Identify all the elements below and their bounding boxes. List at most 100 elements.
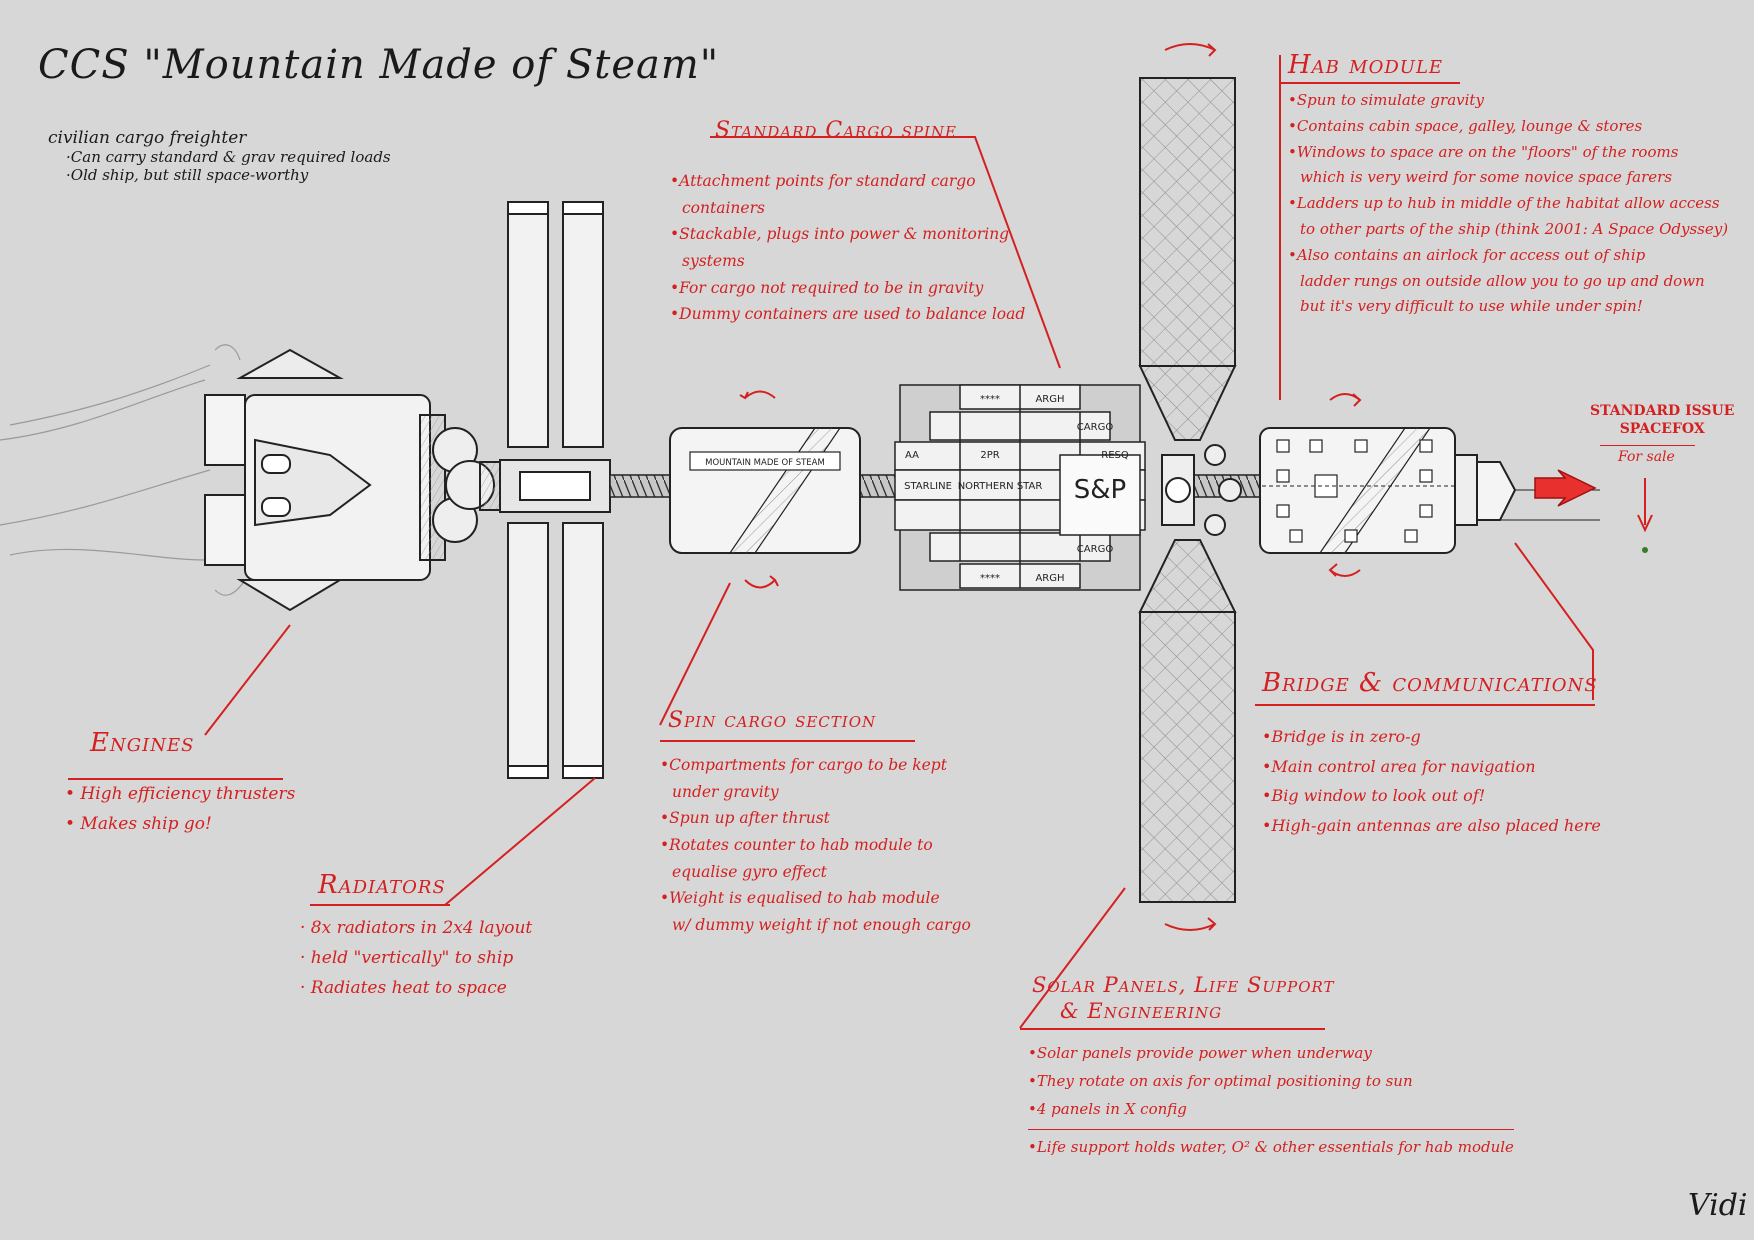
intro-notes: civilian cargo freighter ·Can carry stan… — [48, 128, 391, 184]
solar-heading-line-2: & Engineering — [1060, 999, 1223, 1024]
radiators-bullet-1: · 8x radiators in 2x4 layout — [300, 918, 533, 938]
bridge-bullet-3: •Big window to look out of! — [1262, 786, 1486, 806]
spacefox-note: For sale — [1618, 449, 1675, 465]
spacefox-line-2: SPACEFOX — [1619, 421, 1705, 438]
hab-bullet-1: •Spun to simulate gravity — [1288, 91, 1484, 109]
hab-bullet-5: •Ladders up to hub in middle of the habi… — [1288, 194, 1720, 213]
container-label-4: 2PR — [980, 450, 999, 461]
solar-panel-lower — [1138, 539, 1237, 903]
engines-bullet-1: • High efficiency thrusters — [65, 784, 296, 804]
engines-bullet-2: • Makes ship go! — [65, 813, 212, 834]
engine-block — [204, 348, 503, 612]
container-label-2: ARGH — [1035, 394, 1064, 405]
cargo-spine-heading: Standard Cargo spine — [715, 118, 957, 143]
container-label-10: CARGO — [1077, 544, 1114, 555]
engine-exhaust — [0, 344, 246, 596]
spacefox-underline — [1600, 445, 1695, 446]
spin-cargo-bullet-2: under gravity — [672, 782, 779, 801]
radiators-bullet-2: · held "vertically" to ship — [300, 947, 514, 968]
radiators-bullet-3: · Radiates heat to space — [300, 977, 507, 998]
bridge-nose — [1454, 454, 1600, 526]
engines-underline — [68, 778, 283, 780]
spin-cargo-module: MOUNTAIN MADE OF STEAM — [669, 427, 861, 554]
engines-notes: • High efficiency thrusters • Makes ship… — [65, 780, 295, 840]
cargo-spine-notes: •Attachment points for standard cargo co… — [670, 168, 1025, 328]
solar-bullet-4: •Life support holds water, O² & other es… — [1028, 1129, 1514, 1162]
radiators-notes: · 8x radiators in 2x4 layout · held "ver… — [300, 914, 532, 1003]
hab-bullet-4: which is very weird for some novice spac… — [1300, 168, 1673, 187]
cargo-spine-bullet-3: •Stackable, plugs into power & monitorin… — [670, 225, 1010, 244]
container-label-6: AA — [905, 450, 919, 461]
hab-bullet-7: •Also contains an airlock for access out… — [1288, 245, 1646, 264]
radiators-underline — [310, 904, 450, 906]
container-label-9: S&P — [1074, 475, 1126, 505]
spin-cargo-bullet-6: •Weight is equalised to hab module — [660, 889, 940, 908]
solar-heading: Solar Panels, Life Support & Engineering — [1032, 972, 1335, 1025]
radiators-heading: Radiators — [318, 870, 446, 900]
hab-module — [1259, 427, 1456, 554]
spacefox-pointer — [1534, 469, 1653, 553]
solar-heading-line-1: Solar Panels, Life Support — [1032, 973, 1335, 997]
spin-cargo-bullet-7: w/ dummy weight if not enough cargo — [672, 915, 971, 934]
spin-cargo-bullet-3: •Spun up after thrust — [660, 809, 830, 828]
radiator-lower-left — [507, 522, 549, 779]
page-title: CCS "Mountain Made of Steam" — [38, 42, 720, 88]
cargo-spine-bullet-1: •Attachment points for standard cargo — [670, 172, 976, 190]
spine-coupling-1 — [609, 474, 671, 498]
hab-bullet-3: •Windows to space are on the "floors" of… — [1288, 142, 1679, 161]
rotation-arrows — [739, 43, 1362, 931]
bridge-bullet-1: •Bridge is in zero-g — [1262, 727, 1421, 746]
cargo-spine-bullet-4: systems — [682, 251, 745, 270]
radiator-upper-left — [507, 201, 549, 448]
bridge-notes: •Bridge is in zero-g •Main control area … — [1262, 722, 1601, 840]
cargo-box-label: MOUNTAIN MADE OF STEAM — [705, 458, 825, 468]
solar-bullet-1: •Solar panels provide power when underwa… — [1028, 1044, 1372, 1062]
container-labels: **** ARGH CARGO 2PR RESQ AA STARLINE NOR… — [904, 394, 1129, 584]
engines-heading: Engines — [90, 728, 195, 758]
bridge-bullet-2: •Main control area for navigation — [1262, 756, 1536, 776]
bridge-heading: Bridge & communications — [1262, 668, 1598, 698]
container-label-12: ARGH — [1035, 573, 1064, 584]
cargo-spine-bullet-2: containers — [682, 198, 765, 217]
solar-panels — [1138, 77, 1242, 903]
spacefox-line-1: STANDARD ISSUE — [1590, 403, 1735, 419]
spacefox-label: STANDARD ISSUE SPACEFOX — [1590, 402, 1734, 438]
container-label-8: NORTHERN STAR — [958, 481, 1043, 492]
annotation-leaders — [204, 55, 1594, 1029]
hab-bullet-6: to other parts of the ship (think 2001: … — [1300, 219, 1729, 238]
solar-panel-upper — [1138, 77, 1237, 441]
spin-cargo-heading: Spin cargo section — [668, 708, 877, 733]
solar-underline — [1020, 1028, 1325, 1030]
hab-module-underline — [1280, 82, 1460, 84]
container-label-7: STARLINE — [904, 481, 952, 492]
intro-line-3: ·Old ship, but still space-worthy — [66, 166, 309, 184]
container-label-11: **** — [980, 573, 1000, 584]
solar-bullet-2: •They rotate on axis for optimal positio… — [1028, 1071, 1413, 1090]
intro-line-2: ·Can carry standard & grav required load… — [66, 148, 391, 166]
radiator-upper-right — [562, 201, 604, 448]
spin-cargo-underline — [660, 740, 915, 742]
solar-notes: •Solar panels provide power when underwa… — [1028, 1040, 1514, 1162]
spin-cargo-bullet-4: •Rotates counter to hab module to — [660, 835, 933, 854]
spin-cargo-bullet-5: equalise gyro effect — [672, 862, 827, 881]
bridge-underline — [1255, 704, 1595, 706]
radiators — [499, 201, 611, 779]
cargo-spine-bullet-5: •For cargo not required to be in gravity — [670, 278, 984, 297]
spacefox-marker — [1642, 547, 1648, 553]
radiator-lower-right — [562, 522, 604, 779]
spin-cargo-notes: •Compartments for cargo to be kept under… — [660, 752, 971, 939]
bridge-bullet-4: •High-gain antennas are also placed here — [1262, 815, 1601, 835]
hab-bullet-8: ladder rungs on outside allow you to go … — [1300, 271, 1705, 290]
hab-bullet-2: •Contains cabin space, galley, lounge & … — [1288, 116, 1643, 135]
container-label-3: CARGO — [1077, 422, 1114, 433]
cargo-spine-bullet-6: •Dummy containers are used to balance lo… — [670, 305, 1026, 324]
container-label-1: **** — [980, 394, 1000, 405]
intro-line-1: civilian cargo freighter — [48, 128, 247, 148]
spine-coupling-2 — [854, 474, 901, 498]
spin-cargo-bullet-1: •Compartments for cargo to be kept — [660, 756, 947, 774]
hab-module-notes: •Spun to simulate gravity •Contains cabi… — [1288, 88, 1728, 320]
artist-signature: Vidi — [1688, 1188, 1748, 1223]
solar-bullet-3: •4 panels in X config — [1028, 1099, 1187, 1118]
hab-module-heading: Hab module — [1288, 50, 1444, 80]
